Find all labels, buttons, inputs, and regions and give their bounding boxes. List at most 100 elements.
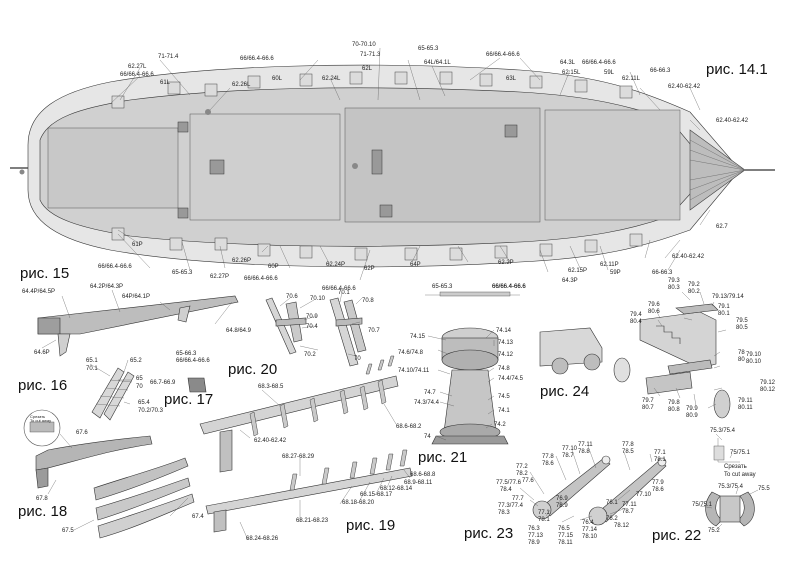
fig19-label: 68.27-68.29 xyxy=(282,454,315,460)
fig23-label: 78.4 xyxy=(500,487,512,493)
fig23-label: 78.8 xyxy=(578,449,590,455)
hull-label: 62.15P xyxy=(568,268,587,274)
fig22-label: Срезать xyxy=(724,464,747,470)
figure-caption-20: рис. 20 xyxy=(228,361,277,378)
fig21-label: 74.2 xyxy=(494,422,506,428)
hatch-2 xyxy=(371,149,383,175)
fig22-label: 75/75.1 xyxy=(730,450,751,456)
hull-label: 61L xyxy=(160,80,171,86)
fig24-label: 80.1 xyxy=(718,311,730,317)
hull-label: 60P xyxy=(268,264,279,270)
hull-label: 71-71.3 xyxy=(360,52,381,58)
gunport-lids-bottom xyxy=(111,227,643,261)
gunport-lids-top xyxy=(111,71,633,109)
hull-top-label-group: 71-71.4 62.27L 66/66.4-66.6 61L 62.26L 6… xyxy=(120,42,749,124)
figure-caption-23: рис. 23 xyxy=(464,525,513,542)
hull-label: 66/66.4-66.6 xyxy=(492,284,526,290)
fig15-label: 64.8/64.9 xyxy=(226,328,252,334)
fig23-label: 76.3 xyxy=(528,526,540,532)
fig23-label: 78.2 xyxy=(516,471,528,477)
hull-label: 62L xyxy=(362,66,373,72)
hull-label: 64.3L xyxy=(560,60,576,66)
fig18-label: 67.5 xyxy=(62,528,74,534)
hull-label: 62.27P xyxy=(210,274,229,280)
fig21-label: 74.12 xyxy=(498,352,514,358)
fig24-label: 80.9 xyxy=(686,413,698,419)
figure-caption-22: рис. 22 xyxy=(652,527,701,544)
fig23-label: 78.7 xyxy=(562,453,574,459)
hull-label: 62.7 xyxy=(716,224,728,230)
capstan-1 xyxy=(205,109,211,115)
fig23-label: 78.9 xyxy=(528,540,540,546)
hull-label: 59P xyxy=(610,270,621,276)
fig23-label: 77.11 xyxy=(578,442,593,448)
fig23-label: 77.9 xyxy=(652,480,664,486)
fig23-label: 77.10 xyxy=(636,492,652,498)
fig24-label: 79.2 xyxy=(688,282,700,288)
fig21-label: 74.10/74.11 xyxy=(398,368,430,374)
fig24-label: 79.4 xyxy=(630,312,642,318)
fig20-label: 70.2 xyxy=(304,352,316,358)
hull-label: 66/66.4-66.6 xyxy=(492,284,526,290)
fig23-label: 77.7 xyxy=(512,496,524,502)
fig22-label: 75.3/75.4 xyxy=(710,428,736,434)
hull-label: 66-66.3 xyxy=(652,270,673,276)
fig17-label: 65-66.3 xyxy=(176,351,197,357)
fig23-label: 78.1 xyxy=(538,517,550,523)
deck-panel-aft xyxy=(47,127,179,209)
hull-label: 62.26P xyxy=(232,258,251,264)
fig17-label: 66.7-66.9 xyxy=(150,380,176,386)
fig19-label: 68.15-68.17 xyxy=(360,492,393,498)
fig23-label: 77.1 xyxy=(654,450,666,456)
fig24-label: 80.10 xyxy=(746,359,762,365)
hull-label: 60L xyxy=(272,76,283,82)
fig21-label: 74.13 xyxy=(498,340,514,346)
fig24-label: 80.6 xyxy=(648,309,660,315)
figure-15-rail: рис. 15 64.4P/64.5P 64.2P/64.3P 64P/64.1… xyxy=(20,265,252,357)
fig16-label: 65.4 xyxy=(138,400,150,406)
fig23-label: 78.6 xyxy=(542,461,554,467)
fig24-label: 80.2 xyxy=(688,289,700,295)
fig19-label: 68.21-68.23 xyxy=(296,518,329,524)
hull-label: 62.40-62.42 xyxy=(668,84,701,90)
fig15-label: 64.6P xyxy=(34,350,50,356)
deck-panel-fore xyxy=(544,109,681,221)
fig19-label: 68.3-68.5 xyxy=(258,384,284,390)
fig24-label: 80.12 xyxy=(760,387,776,393)
fig20-label: 70.1 xyxy=(338,290,350,296)
fig24-label: 80.5 xyxy=(736,325,748,331)
figure-caption-21: рис. 21 xyxy=(418,449,467,466)
fig24-label: 79.10 xyxy=(746,352,762,358)
hull-label: 66/66.4-66.6 xyxy=(582,60,616,66)
hull-label: 61P xyxy=(132,242,143,248)
fig24-label: 78 xyxy=(738,350,745,356)
fig16-label: 65.2 xyxy=(130,358,142,364)
fig19-label: 68.6-68.8 xyxy=(410,472,436,478)
fig23-label: 76.4 xyxy=(582,520,594,526)
fig23-label: 78.11 xyxy=(558,540,573,546)
fig15-label: 64.4P/64.5P xyxy=(22,289,55,295)
figure-20-bitts: рис. 20 70.6 70.10 70.1 70.8 70.9 70.4 7… xyxy=(228,290,380,378)
hull-label: 59L xyxy=(604,70,615,76)
fig22-label: To cut away xyxy=(724,472,756,478)
fig24-label: 79.11 xyxy=(738,398,753,404)
fig23-label: 78.5 xyxy=(622,449,634,455)
figure-caption-18: рис. 18 xyxy=(18,503,67,520)
hull-label: 70-70.10 xyxy=(352,42,376,48)
hatch-3 xyxy=(504,124,518,138)
figure-18-timbers: рис. 18 Срезать To cut away 67.6 67.8 67… xyxy=(18,409,204,539)
fig23-label: 76.9 xyxy=(556,496,568,502)
hull-label: 64P xyxy=(410,262,421,268)
fig23-label: 77.3/77.4 xyxy=(498,503,524,509)
fig23-label: 77.8 xyxy=(622,442,634,448)
hull-label: 66/66.4-66.6 xyxy=(486,52,520,58)
fig19-label: 68.9-68.11 xyxy=(404,480,433,486)
hull-label: 62.24L xyxy=(322,76,341,82)
fig23-label: 78.3 xyxy=(498,510,510,516)
hatch-5 xyxy=(177,121,189,133)
fig20-label: 70.10 xyxy=(310,296,326,302)
fig22-label: 75/75.1 xyxy=(692,502,713,508)
fig24-label: 80.7 xyxy=(642,405,654,411)
fig19-label: 68.12-68.14 xyxy=(380,486,413,492)
hull-label: 65-65.3 xyxy=(172,270,193,276)
